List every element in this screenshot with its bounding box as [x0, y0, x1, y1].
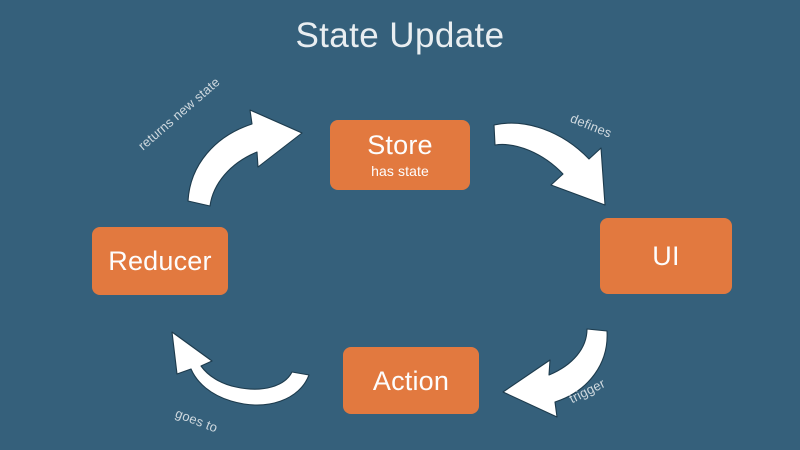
edge-label-goes-to: goes to — [173, 405, 220, 436]
node-ui-label: UI — [652, 241, 680, 271]
arrow-action-to-reducer — [171, 331, 310, 406]
edge-label-trigger: trigger — [566, 375, 608, 407]
node-action[interactable]: Action — [343, 347, 479, 414]
page-title: State Update — [295, 16, 505, 55]
edge-label-returns-new-state: returns new state — [135, 74, 223, 154]
node-store[interactable]: Store has state — [330, 120, 470, 190]
arrow-ui-to-action — [502, 328, 608, 418]
arrow-store-to-ui — [493, 122, 606, 206]
node-reducer[interactable]: Reducer — [92, 227, 228, 295]
node-ui[interactable]: UI — [600, 218, 732, 294]
node-store-sublabel: has state — [371, 162, 429, 179]
node-reducer-label: Reducer — [108, 246, 212, 276]
node-action-label: Action — [372, 365, 450, 396]
edge-label-defines: defines — [568, 110, 614, 141]
arrow-reducer-to-store — [187, 109, 303, 207]
node-store-label: Store — [367, 129, 433, 160]
